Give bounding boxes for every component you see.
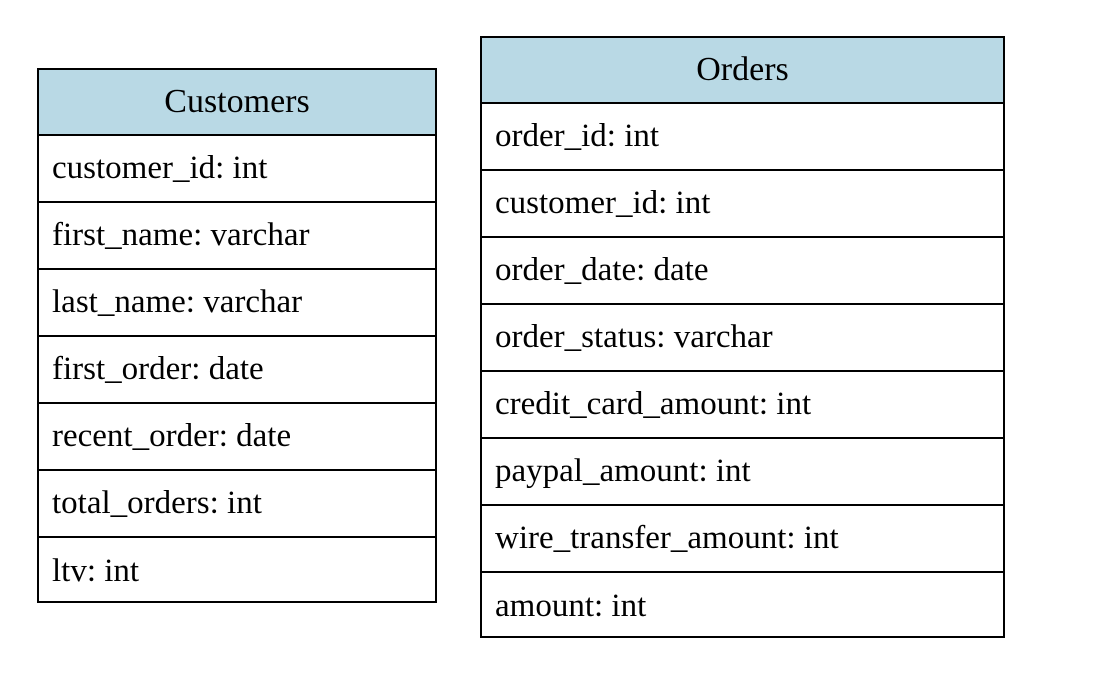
orders-field-order-date: order_date: date	[482, 238, 1003, 305]
customers-field-customer-id: customer_id: int	[39, 136, 435, 203]
customers-field-first-order: first_order: date	[39, 337, 435, 404]
customers-field-total-orders: total_orders: int	[39, 471, 435, 538]
orders-table-header: Orders	[482, 38, 1003, 104]
orders-field-paypal-amount: paypal_amount: int	[482, 439, 1003, 506]
orders-field-amount: amount: int	[495, 588, 647, 624]
orders-field-wire-transfer-amount: wire_transfer_amount: int	[482, 506, 1003, 573]
customers-table: Customers customer_id: int first_name: v…	[37, 68, 437, 603]
customers-table-header: Customers	[39, 70, 435, 136]
customers-field-first-name: first_name: varchar	[39, 203, 435, 270]
customers-field-last-name: last_name: varchar	[39, 270, 435, 337]
orders-field-order-id: order_id: int	[482, 104, 1003, 171]
customers-field-recent-order: recent_order: date	[39, 404, 435, 471]
orders-field-customer-id: customer_id: int	[482, 171, 1003, 238]
customers-field-ltv: ltv: int	[52, 553, 140, 589]
orders-field-credit-card-amount: credit_card_amount: int	[482, 372, 1003, 439]
orders-table: Orders order_id: int customer_id: int or…	[480, 36, 1005, 638]
orders-field-order-status: order_status: varchar	[482, 305, 1003, 372]
